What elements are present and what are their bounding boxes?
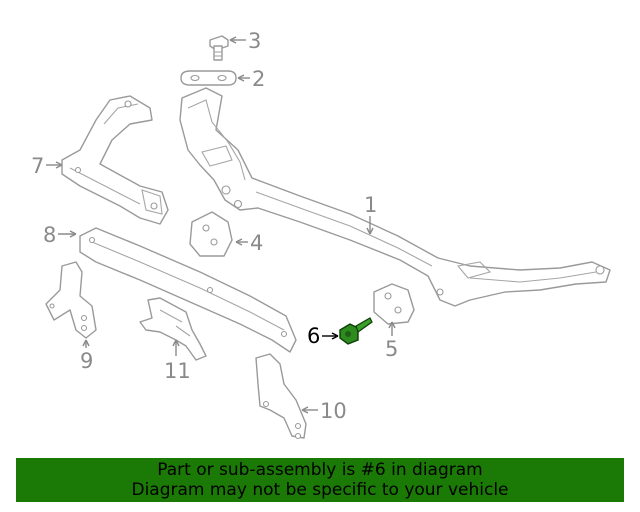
callout-7: 7	[31, 154, 44, 178]
callout-4: 4	[250, 231, 263, 255]
part-3-bolt	[209, 35, 229, 61]
callout-11: 11	[164, 359, 191, 383]
part-6-bolt-highlighted	[339, 317, 373, 345]
callout-10: 10	[320, 399, 347, 423]
part-11-bracket	[139, 297, 207, 361]
callout-2: 2	[252, 67, 265, 91]
leader-lines	[46, 36, 396, 414]
part-8-lower-tie-bar	[79, 227, 297, 353]
part-9-bracket	[45, 261, 97, 339]
callout-3: 3	[248, 29, 261, 53]
part-2-pad	[180, 70, 237, 86]
banner-line-2: Diagram may not be specific to your vehi…	[131, 480, 509, 500]
banner-line-1: Part or sub-assembly is #6 in diagram	[157, 460, 483, 480]
callout-1: 1	[364, 193, 377, 217]
callout-5: 5	[385, 337, 398, 361]
fitment-notice-banner: Part or sub-assembly is #6 in diagram Di…	[16, 458, 624, 502]
part-4-bracket	[189, 211, 233, 257]
callout-8: 8	[43, 223, 56, 247]
part-5-bracket	[373, 283, 415, 325]
part-10-bracket	[255, 353, 307, 440]
part-1-tie-bar	[179, 87, 611, 307]
callout-labels: 3 2 1 4 5 6 7 8 9 11 10	[31, 29, 398, 423]
callout-6: 6	[307, 324, 320, 348]
callout-9: 9	[80, 349, 93, 373]
part-7-upper-support	[61, 95, 169, 225]
